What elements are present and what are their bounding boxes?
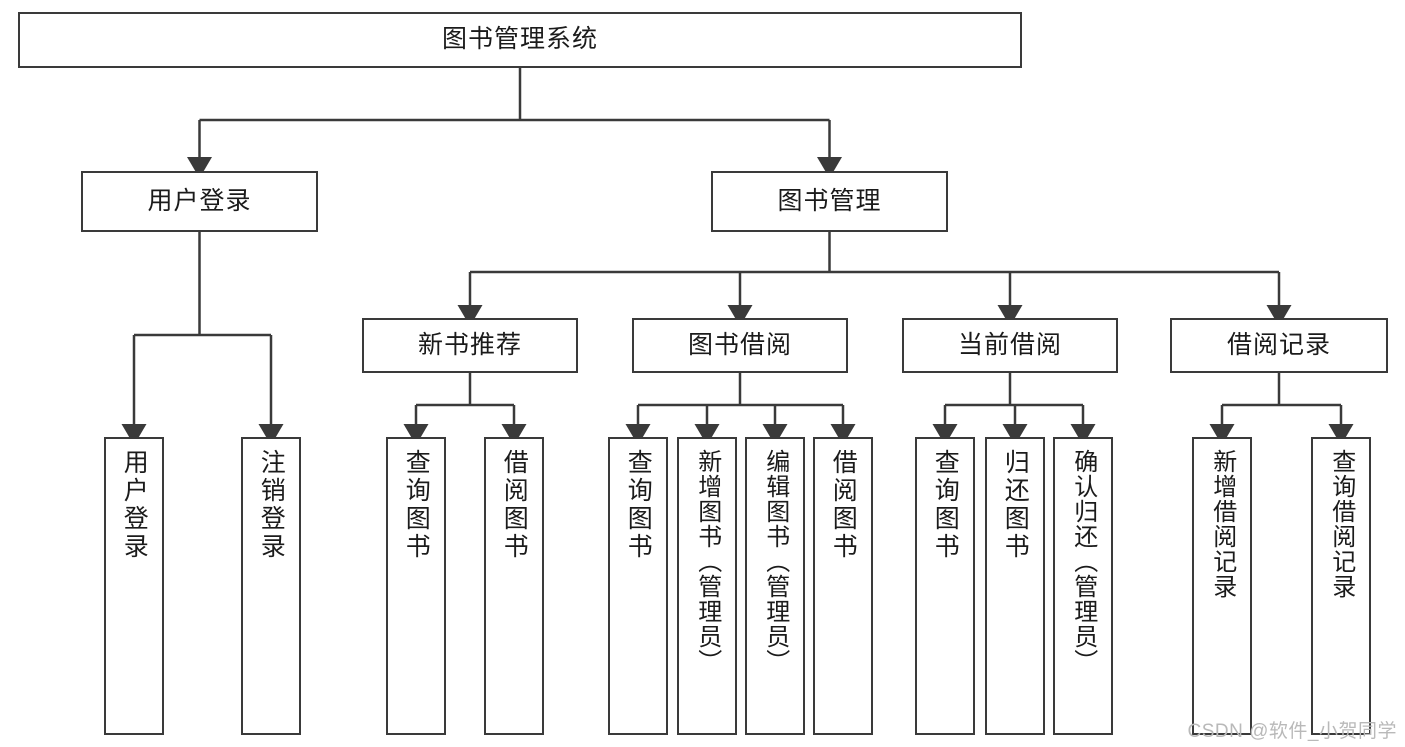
leaf-query-book-borrow[interactable]: 查询图书 xyxy=(608,437,668,735)
leaf-borrow-book-recommend[interactable]: 借阅图书 xyxy=(484,437,544,735)
csdn-watermark: CSDN @软件_小贺同学 xyxy=(1187,721,1397,742)
node-book-manage[interactable]: 图书管理 xyxy=(711,171,948,232)
node-label: 归还图书 xyxy=(1001,449,1030,561)
leaf-query-borrow-record[interactable]: 查询借阅记录 xyxy=(1311,437,1371,735)
leaf-return-book[interactable]: 归还图书 xyxy=(985,437,1045,735)
edge-root-to-level1 xyxy=(187,68,842,179)
node-label: 图书管理 xyxy=(777,186,882,215)
node-label: 用户登录 xyxy=(120,449,149,561)
edge-borrow-record-to-leaves xyxy=(1209,373,1354,446)
leaf-borrow-book[interactable]: 借阅图书 xyxy=(813,437,873,735)
node-label: 查询借阅记录 xyxy=(1327,449,1355,599)
leaf-user-login[interactable]: 用户登录 xyxy=(104,437,164,735)
node-label: 编辑图书（管理员） xyxy=(761,449,789,674)
node-borrow-record[interactable]: 借阅记录 xyxy=(1170,318,1388,373)
edge-book-borrow-to-leaves xyxy=(625,373,856,446)
leaf-query-book-recommend[interactable]: 查询图书 xyxy=(386,437,446,735)
node-label: 确认归还（管理员） xyxy=(1069,449,1097,674)
node-label: 借阅图书 xyxy=(500,449,529,561)
leaf-query-book-current[interactable]: 查询图书 xyxy=(915,437,975,735)
node-label: 查询图书 xyxy=(402,449,431,561)
node-root-system[interactable]: 图书管理系统 xyxy=(18,12,1022,68)
edge-current-borrow-to-leaves xyxy=(932,373,1096,446)
edge-new-book-rec-to-leaves xyxy=(403,373,527,446)
leaf-add-book-admin[interactable]: 新增图书（管理员） xyxy=(677,437,737,735)
node-new-book-recommend[interactable]: 新书推荐 xyxy=(362,318,578,373)
node-label: 新增图书（管理员） xyxy=(693,449,721,674)
node-label: 图书借阅 xyxy=(687,330,792,359)
node-label: 图书管理系统 xyxy=(441,25,598,54)
node-label: 借阅图书 xyxy=(829,449,858,561)
edge-book-manage-to-level2 xyxy=(457,232,1292,327)
node-label: 新书推荐 xyxy=(417,330,522,359)
node-user-login[interactable]: 用户登录 xyxy=(81,171,318,232)
leaf-add-borrow-record[interactable]: 新增借阅记录 xyxy=(1192,437,1252,735)
leaf-confirm-return-admin[interactable]: 确认归还（管理员） xyxy=(1053,437,1113,735)
node-label: 查询图书 xyxy=(624,449,653,561)
node-label: 查询图书 xyxy=(931,449,960,561)
node-label: 当前借阅 xyxy=(957,330,1062,359)
leaf-edit-book-admin[interactable]: 编辑图书（管理员） xyxy=(745,437,805,735)
edge-user-login-to-leaves xyxy=(121,232,284,446)
node-label: 注销登录 xyxy=(257,449,286,561)
node-label: 借阅记录 xyxy=(1226,330,1331,359)
node-book-borrow[interactable]: 图书借阅 xyxy=(632,318,848,373)
leaf-logout[interactable]: 注销登录 xyxy=(241,437,301,735)
node-label: 新增借阅记录 xyxy=(1208,449,1236,599)
node-label: 用户登录 xyxy=(147,186,252,215)
node-current-borrow[interactable]: 当前借阅 xyxy=(902,318,1118,373)
